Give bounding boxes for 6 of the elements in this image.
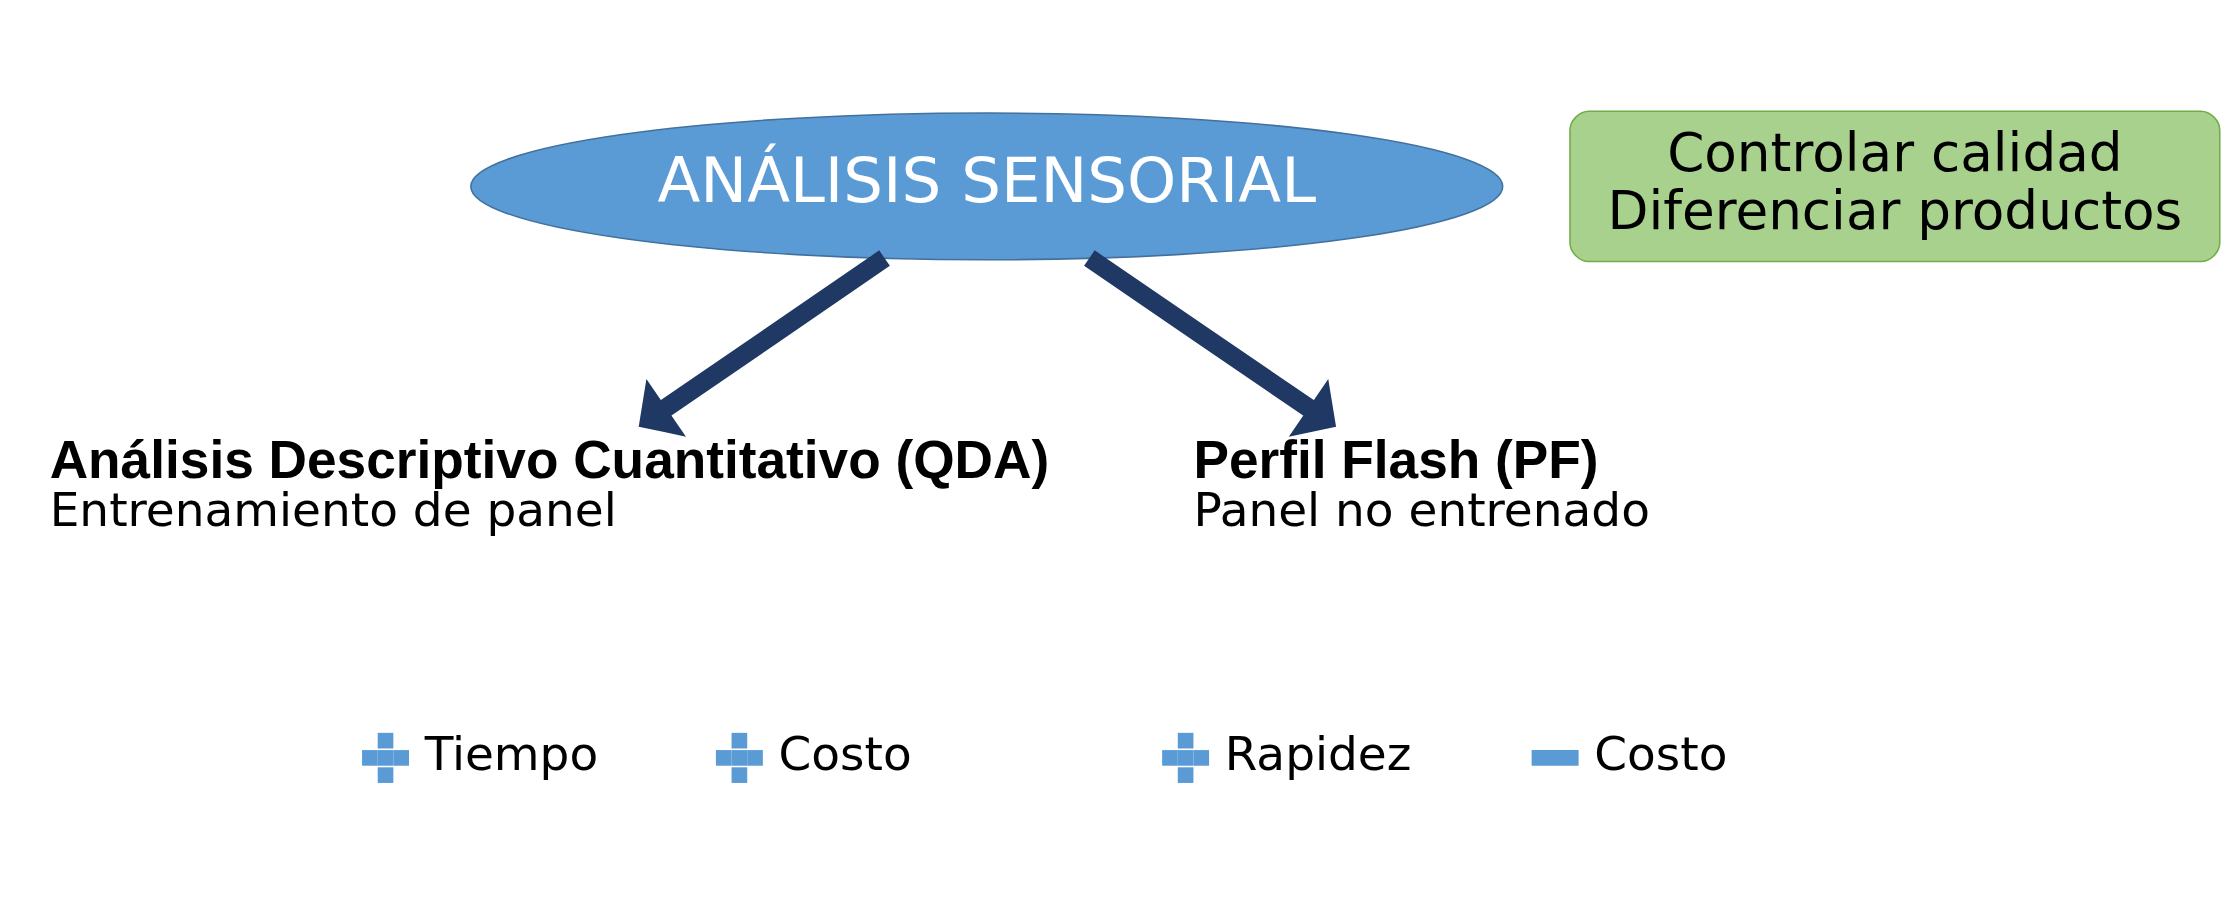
- label: Costo: [778, 725, 912, 781]
- label: Costo: [1594, 725, 1728, 781]
- node-text: Perfil Flash (PF) Panel no entrenado: [1193, 429, 1650, 538]
- node-text: Análisis Descriptivo Cuantitativo (QDA) Entrenamiento de panel: [49, 429, 1050, 538]
- label: Rapidez: [1224, 725, 1412, 781]
- label: Tiempo: [424, 725, 599, 781]
